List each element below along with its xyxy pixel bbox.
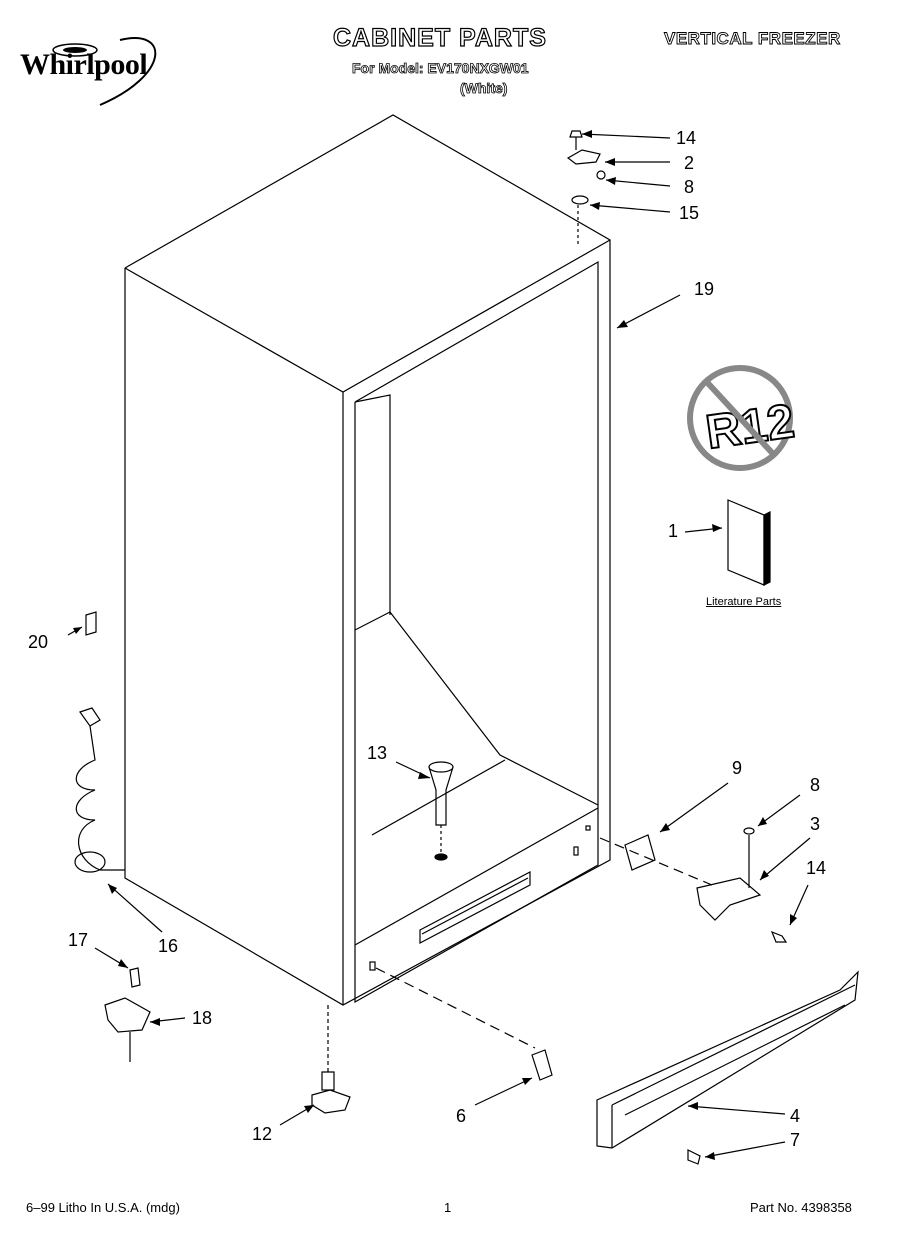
power-cord	[74, 707, 125, 873]
literature-label: Literature Parts	[706, 596, 782, 608]
footer-page-number: 1	[444, 1200, 452, 1215]
cabinet-body	[124, 114, 611, 1006]
literature-booklet	[727, 499, 771, 586]
callout-14-top: 14	[676, 128, 697, 148]
model-line: For Model: EV170NXGW01	[352, 60, 529, 77]
color-line: (White)	[460, 80, 508, 97]
callout-8-top: 8	[684, 177, 695, 197]
callout-4: 4	[790, 1106, 801, 1126]
grille-clip	[531, 1049, 553, 1081]
top-hinge-parts	[566, 130, 606, 245]
callout-9: 9	[732, 758, 743, 778]
arrowheads	[73, 130, 797, 1160]
cord-clamp	[104, 967, 151, 1062]
grille-screw	[687, 1149, 701, 1165]
leveling-leg	[311, 1005, 351, 1114]
callout-1: 1	[668, 521, 679, 541]
logo-swirl-icon	[52, 37, 157, 106]
callout-13: 13	[367, 743, 388, 763]
alignment-lines	[375, 837, 713, 1049]
footer-part-number: Part No. 4398358	[750, 1200, 852, 1215]
page-title: CABINET PARTS	[332, 23, 547, 52]
callout-17: 17	[68, 930, 89, 950]
callout-7: 7	[790, 1130, 801, 1150]
callout-15: 15	[679, 203, 700, 223]
footer-print-info: 6–99 Litho In U.S.A. (mdg)	[26, 1200, 180, 1215]
callout-20: 20	[28, 632, 49, 652]
whirlpool-logo: Whirlpool	[20, 30, 190, 110]
callout-12: 12	[252, 1124, 273, 1144]
product-type: VERTICAL FREEZER	[664, 29, 841, 49]
callout-2: 2	[684, 153, 695, 173]
callout-3: 3	[810, 814, 821, 834]
no-r12-symbol: R12	[687, 365, 798, 471]
callout-14-bottom: 14	[806, 858, 827, 878]
drain-tube	[428, 761, 454, 861]
base-grille	[596, 970, 859, 1149]
callout-8-bottom: 8	[810, 775, 821, 795]
hinge-screw	[770, 930, 788, 943]
hinge-plate	[624, 834, 656, 871]
cord-clip	[85, 611, 97, 636]
callout-16: 16	[158, 936, 179, 956]
bottom-hinge	[696, 827, 762, 921]
brand-name: Whirlpool	[20, 48, 148, 81]
callout-19: 19	[694, 279, 715, 299]
callout-6: 6	[456, 1106, 467, 1126]
callout-18: 18	[192, 1008, 213, 1028]
